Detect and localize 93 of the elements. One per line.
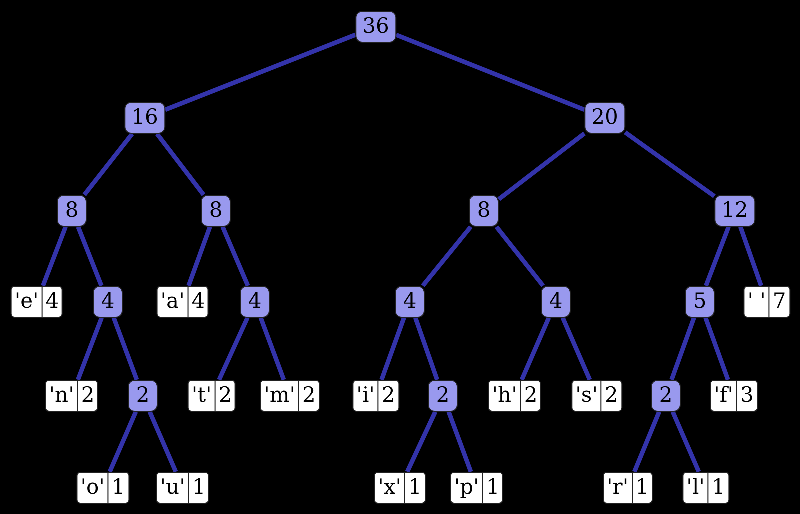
weight-node: 36 bbox=[356, 11, 396, 43]
leaf-node bbox=[10, 286, 64, 318]
weight-node: 2 bbox=[651, 380, 681, 412]
count-label: 2 bbox=[523, 382, 539, 409]
weight-node: 12 bbox=[714, 195, 756, 227]
tree-edge bbox=[186, 226, 212, 287]
symbol-label: ' ' bbox=[744, 287, 770, 317]
leaf-node bbox=[572, 380, 622, 412]
symbol-label: 'l' bbox=[684, 473, 709, 503]
tree-edge bbox=[670, 411, 702, 473]
weight-node: 4 bbox=[240, 286, 270, 318]
tree-edge bbox=[560, 317, 592, 381]
count-label: 2 bbox=[80, 382, 96, 409]
tree-edge bbox=[220, 226, 250, 287]
symbol-label: 'o' bbox=[78, 473, 109, 503]
count-label: 2 bbox=[380, 382, 396, 409]
count-label: 3 bbox=[739, 382, 755, 409]
leaf-node bbox=[603, 472, 653, 504]
count-label: 1 bbox=[191, 474, 207, 501]
tree-edge bbox=[155, 132, 206, 196]
symbol-label: 's' bbox=[572, 381, 602, 411]
count-label: 2 bbox=[604, 382, 620, 409]
symbol-label: 'u' bbox=[157, 473, 190, 503]
leaf-node bbox=[352, 380, 400, 412]
symbol-label: 'i' bbox=[354, 381, 379, 411]
tree-edge bbox=[217, 317, 250, 381]
weight-node: 2 bbox=[428, 380, 458, 412]
count-label: 1 bbox=[710, 474, 726, 501]
symbol-label: 'a' bbox=[158, 287, 189, 317]
leaf-node bbox=[156, 472, 210, 504]
tree-edge bbox=[704, 317, 730, 381]
count-label: 2 bbox=[302, 382, 317, 409]
tree-edge bbox=[148, 411, 178, 473]
count-label: 1 bbox=[485, 474, 501, 501]
weight-node: 2 bbox=[128, 380, 158, 412]
count-label: 4 bbox=[190, 288, 206, 315]
symbol-label: 'm' bbox=[261, 381, 300, 411]
leaf-node bbox=[744, 286, 790, 318]
leaf-node bbox=[156, 286, 210, 318]
tree-edge bbox=[41, 226, 68, 287]
tree-edge bbox=[76, 317, 104, 381]
symbol-label: 'p' bbox=[451, 473, 484, 503]
weight-node: 16 bbox=[124, 102, 166, 134]
tree-edge bbox=[670, 317, 696, 381]
tree-edge bbox=[82, 132, 134, 196]
tree-edge bbox=[520, 317, 552, 381]
weight-node: 5 bbox=[685, 286, 715, 318]
tree-edge bbox=[258, 317, 286, 381]
symbol-label: 't' bbox=[188, 381, 216, 411]
tree-edge bbox=[108, 411, 138, 473]
weight-node: 4 bbox=[395, 286, 425, 318]
tree-edge bbox=[494, 226, 546, 288]
count-label: 1 bbox=[634, 474, 650, 501]
weight-node: 8 bbox=[57, 195, 87, 227]
symbol-label: 'r' bbox=[604, 473, 633, 503]
tree-edge bbox=[738, 226, 764, 287]
tree-edge bbox=[704, 226, 731, 287]
leaf-node bbox=[188, 380, 236, 412]
leaf-node bbox=[682, 472, 730, 504]
symbol-label: 'x' bbox=[375, 473, 406, 503]
tree-edge bbox=[446, 411, 474, 473]
leaf-node bbox=[260, 380, 320, 412]
leaf-node bbox=[450, 472, 504, 504]
symbol-label: 'f' bbox=[711, 381, 738, 411]
tree-edge bbox=[380, 317, 406, 381]
leaf-node bbox=[374, 472, 426, 504]
tree-edge bbox=[414, 317, 440, 381]
tree-edge bbox=[632, 411, 662, 473]
weight-node: 20 bbox=[584, 102, 626, 134]
symbol-label: 'h' bbox=[489, 381, 522, 411]
count-label: 1 bbox=[110, 474, 126, 501]
tree-edge bbox=[498, 132, 586, 202]
tree-edge bbox=[624, 130, 716, 198]
symbol-label: 'e' bbox=[12, 287, 43, 317]
count-label: 4 bbox=[44, 288, 60, 315]
leaf-node bbox=[488, 380, 542, 412]
tree-edge bbox=[421, 226, 473, 288]
tree-edge bbox=[405, 411, 438, 473]
leaf-node bbox=[710, 380, 758, 412]
count-label: 1 bbox=[408, 474, 423, 501]
leaf-node bbox=[76, 472, 130, 504]
leaf-node bbox=[45, 380, 99, 412]
weight-node: 8 bbox=[469, 195, 499, 227]
count-label: 7 bbox=[772, 288, 788, 315]
tree-edge bbox=[164, 32, 356, 112]
count-label: 2 bbox=[218, 382, 234, 409]
tree-edge bbox=[112, 317, 140, 381]
weight-node: 8 bbox=[201, 195, 231, 227]
symbol-label: 'n' bbox=[46, 381, 78, 411]
weight-node: 4 bbox=[541, 286, 571, 318]
tree-edge bbox=[76, 226, 104, 287]
weight-node: 4 bbox=[93, 286, 123, 318]
tree-edge bbox=[396, 33, 586, 112]
